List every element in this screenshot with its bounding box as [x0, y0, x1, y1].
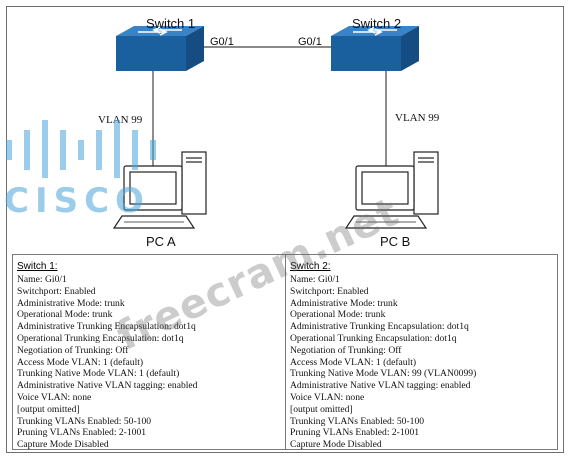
output-line: Administrative Trunking Encapsulation: d… [290, 321, 469, 333]
output-line: Capture Mode Disabled [290, 439, 382, 449]
output-line: Negotiation of Trunking: Off [17, 344, 129, 356]
output-line: Negotiation of Trunking: Off [290, 344, 402, 356]
cisco-logo-watermark: CISCO [4, 120, 156, 221]
pc-b-icon [344, 151, 439, 229]
output-line: Administrative Mode: trunk [290, 297, 398, 309]
output-line: Voice VLAN: none [290, 391, 365, 403]
output-line: Capture Mode Disabled [17, 439, 109, 449]
switch-2-vlan-label: VLAN 99 [395, 112, 440, 124]
output-line: Trunking VLANs Enabled: 50-100 [290, 415, 425, 427]
switch-2-output-title: Switch 2: [290, 261, 331, 272]
output-line: Pruning VLANs Enabled: 2-1001 [290, 427, 420, 439]
switch-1-label: Switch 1 [146, 16, 196, 31]
switch-2-icon [331, 26, 419, 71]
pc-a-label: PC A [146, 234, 176, 249]
output-line: Administrative Native VLAN tagging: enab… [17, 380, 198, 392]
output-line: [output omitted] [17, 403, 80, 415]
pc-a-icon [112, 151, 207, 229]
switch-2-label: Switch 2 [352, 16, 402, 31]
output-line: Administrative Mode: trunk [17, 297, 125, 309]
output-line: Trunking VLANs Enabled: 50-100 [17, 415, 152, 427]
output-line: Operational Trunking Encapsulation: dot1… [290, 332, 457, 344]
switch-2-port-label: G0/1 [298, 36, 322, 48]
output-line: Switchport: Enabled [290, 285, 369, 297]
output-line: Name: Gi0/1 [17, 274, 67, 285]
output-line: Operational Mode: trunk [17, 309, 113, 321]
output-line: Pruning VLANs Enabled: 2-1001 [17, 427, 147, 439]
output-line: Administrative Native VLAN tagging: enab… [290, 380, 471, 392]
output-line: Access Mode VLAN: 1 (default) [290, 356, 417, 368]
output-line: Operational Mode: trunk [290, 309, 386, 321]
switch-1-vlan-label: VLAN 99 [98, 114, 143, 126]
output-line: Access Mode VLAN: 1 (default) [17, 356, 144, 368]
switch-1-icon [116, 26, 204, 71]
switch-1-port-label: G0/1 [210, 36, 234, 48]
output-line: Name: Gi0/1 [290, 274, 340, 285]
output-line: Switchport: Enabled [17, 285, 96, 297]
svg-text:CISCO: CISCO [4, 181, 150, 221]
network-topology-diagram [112, 26, 439, 229]
output-line: Administrative Trunking Encapsulation: d… [17, 321, 196, 333]
switch-1-output-title: Switch 1: [17, 261, 58, 272]
output-line: Voice VLAN: none [17, 391, 92, 403]
output-line: Trunking Native Mode VLAN: 1 (default) [17, 368, 180, 380]
output-line: Operational Trunking Encapsulation: dot1… [17, 332, 184, 344]
output-line: [output omitted] [290, 403, 353, 415]
pc-b-label: PC B [380, 234, 411, 249]
output-line: Trunking Native Mode VLAN: 99 (VLAN0099) [290, 368, 477, 380]
